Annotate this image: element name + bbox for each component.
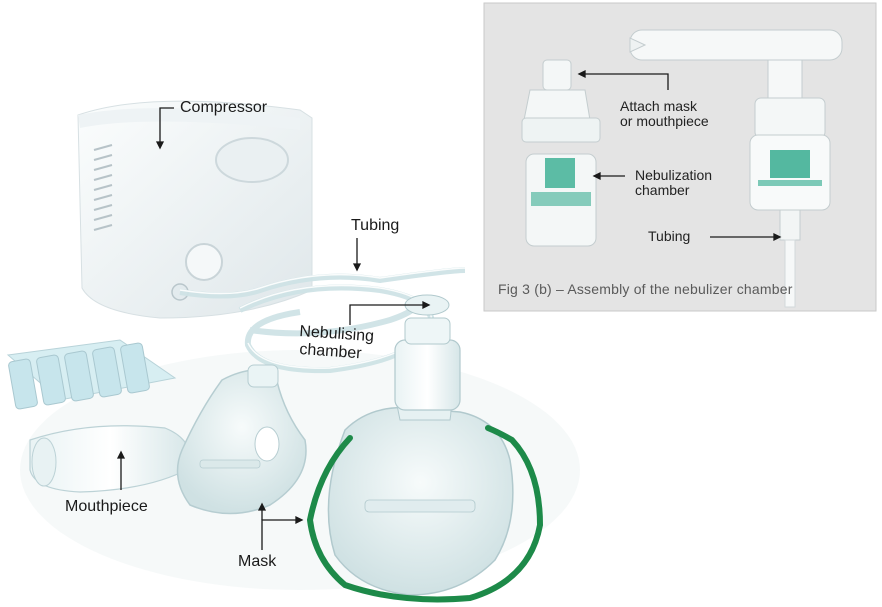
inset-tubing-label: Tubing — [648, 228, 691, 244]
nebulization-chamber-part — [525, 153, 597, 247]
assembled-chamber — [749, 97, 831, 308]
mouthpiece — [29, 425, 192, 493]
t-piece — [629, 29, 843, 101]
figure-caption: Fig 3 (b) – Assembly of the nebulizer ch… — [498, 281, 793, 297]
medication-vials — [6, 339, 177, 410]
nebulization-chamber-label-line1: Nebulization — [635, 167, 713, 183]
mask-label: Mask — [238, 553, 277, 570]
mask-attachment-part — [521, 59, 601, 143]
tubing-label: Tubing — [351, 217, 400, 234]
small-mask — [176, 364, 307, 515]
large-mask — [306, 381, 544, 603]
mouthpiece-label: Mouthpiece — [65, 498, 148, 515]
nebulization-chamber-label-line2: chamber — [635, 182, 690, 198]
compressor-label: Compressor — [180, 99, 268, 116]
attach-mask-label-line2: or mouthpiece — [620, 113, 709, 129]
leader-lines — [116, 69, 782, 550]
assembly-inset — [483, 2, 877, 312]
attach-mask-label-line1: Attach mask — [620, 98, 698, 114]
